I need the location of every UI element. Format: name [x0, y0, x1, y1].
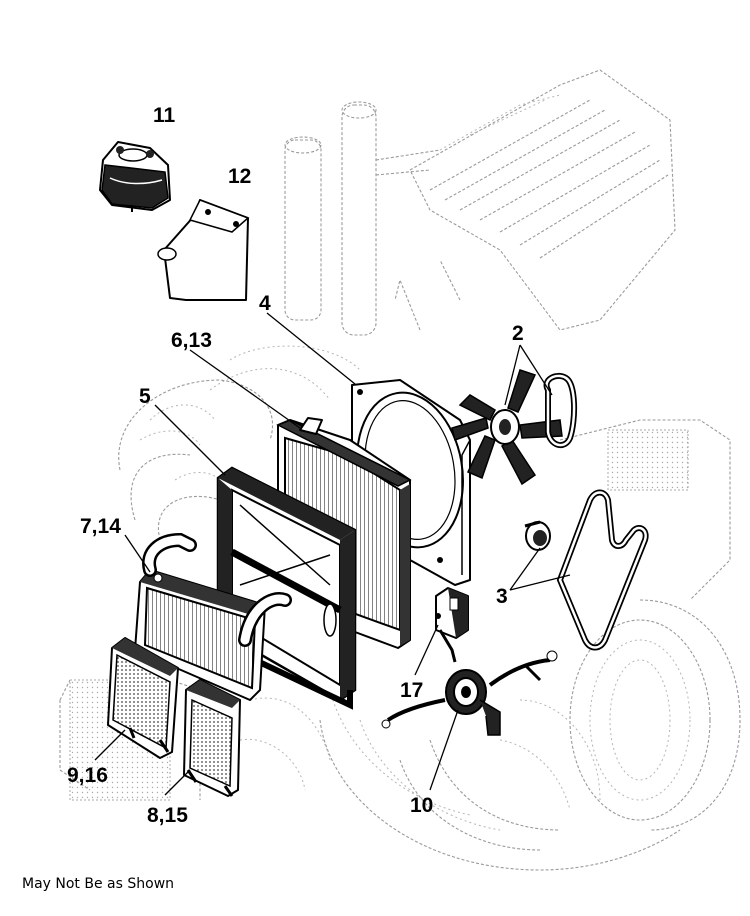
- callout-2: 2: [512, 322, 524, 345]
- callout-17: 17: [400, 679, 423, 702]
- callout-8-15: 8,15: [147, 804, 188, 827]
- callout-4: 4: [259, 292, 271, 315]
- fan-belt: [543, 372, 578, 449]
- footnote: May Not Be as Shown: [22, 876, 175, 892]
- coolant-sensor: [435, 587, 469, 663]
- oil-cooler: [107, 637, 179, 759]
- cooling-fan: [451, 369, 563, 486]
- coolant-reservoir-cap: [99, 141, 171, 212]
- charge-air-cooler: [134, 532, 292, 701]
- leader-lines: [94, 312, 571, 796]
- callout-12: 12: [228, 165, 251, 188]
- fuel-cooler: [183, 679, 241, 797]
- callout-6-13: 6,13: [171, 329, 212, 352]
- expansion-tank: MAX COLD MIN COLD: [157, 199, 250, 301]
- callout-10: 10: [410, 794, 433, 817]
- callout-7-14: 7,14: [80, 515, 121, 538]
- callout-9-16: 9,16: [67, 764, 108, 787]
- callout-11: 11: [153, 104, 176, 127]
- tensioner-pulley: [524, 520, 551, 551]
- serpentine-belt: [556, 489, 649, 651]
- callout-3: 3: [496, 585, 508, 608]
- tank-max-label: MAX COLD: [200, 261, 234, 268]
- callout-labels: 11 12 4 2 6,13 5 7,14 3 17 9,16 8,15 10: [67, 104, 524, 827]
- tank-min-label: MIN COLD: [200, 278, 232, 285]
- water-pump-assembly: [381, 650, 558, 736]
- callout-5: 5: [139, 385, 151, 408]
